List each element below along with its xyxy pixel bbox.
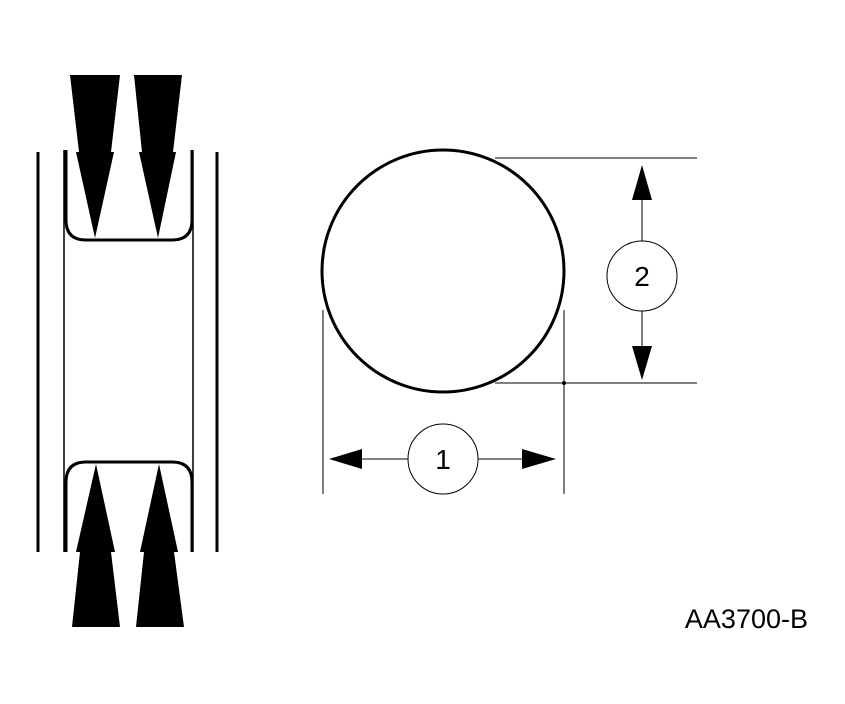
callout-1-bubble <box>407 423 479 495</box>
lower-seat-edge <box>64 460 194 552</box>
dimension-2-arrowhead-top <box>632 165 652 200</box>
callout-1-label: 1 <box>435 444 451 475</box>
dimension-2-arrowhead-bottom <box>632 346 652 380</box>
figure-reference-code: AA3700-B <box>685 604 808 634</box>
bore-section-view <box>36 75 219 627</box>
force-arrow-down-right <box>134 75 182 238</box>
dimension-1-arrowhead-left <box>329 449 362 469</box>
dimension-1-arrowhead-right <box>522 449 556 469</box>
force-arrow-down-left <box>70 75 120 238</box>
force-arrow-up-right <box>136 464 184 627</box>
roundness-measurement-view: 1 2 <box>320 148 697 495</box>
extension-intersection-dot <box>562 381 566 385</box>
force-arrow-up-left <box>72 464 120 627</box>
callout-2-label: 2 <box>634 261 650 292</box>
dimension-1: 1 <box>329 423 556 495</box>
dimension-2: 2 <box>606 165 678 380</box>
callout-2-bubble <box>606 240 678 312</box>
upper-seat-edge <box>64 150 194 242</box>
measured-circle <box>320 148 566 394</box>
